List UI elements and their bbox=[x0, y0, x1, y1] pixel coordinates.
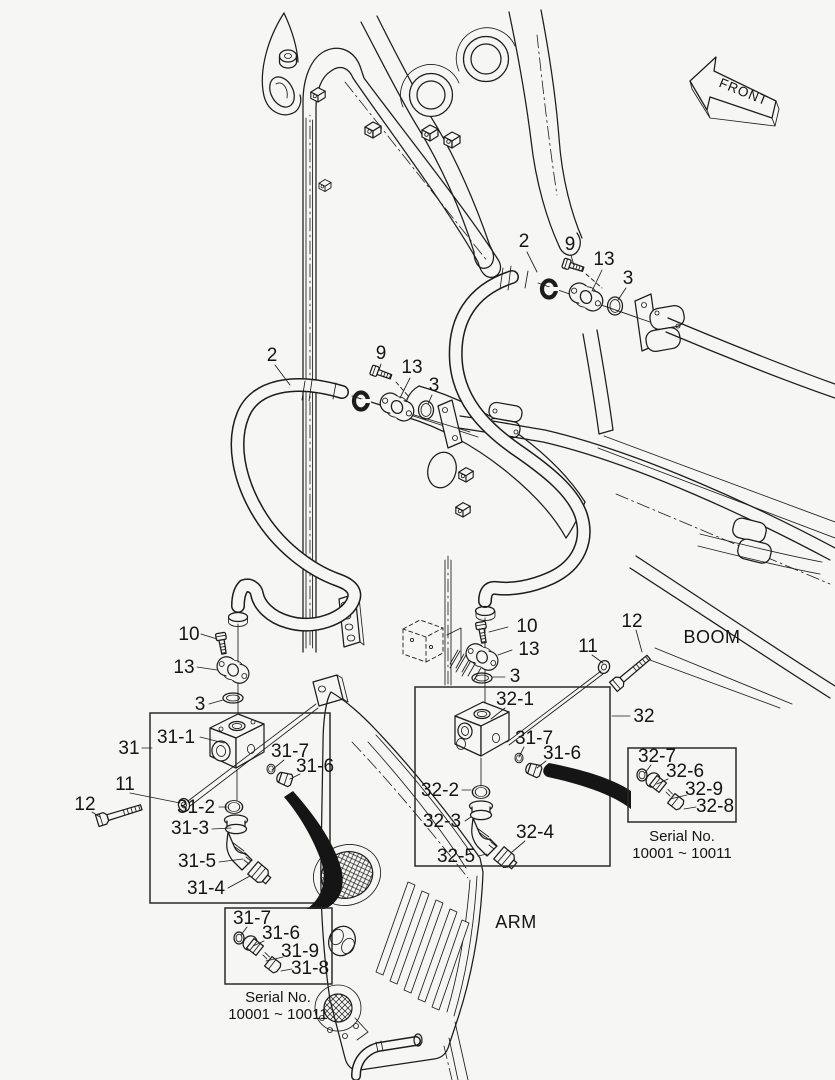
callout-leaders bbox=[91, 251, 697, 972]
callout-10-right: 10 bbox=[516, 616, 537, 637]
callout-3-upper: 3 bbox=[623, 268, 634, 289]
callout-32-5: 32-5 bbox=[437, 846, 475, 867]
callout-3-valve-left: 3 bbox=[195, 694, 206, 715]
callout-11-left: 11 bbox=[115, 774, 135, 795]
callout-31-3: 31-3 bbox=[171, 818, 209, 839]
boom-label: BOOM bbox=[683, 627, 740, 647]
callout-3-valve-right: 3 bbox=[510, 666, 521, 687]
callout-32-3: 32-3 bbox=[423, 811, 461, 832]
callout-31: 31 bbox=[118, 738, 139, 759]
serial-range-31: 10001 ~ 10011 bbox=[228, 1006, 327, 1023]
arm-label: ARM bbox=[495, 912, 537, 932]
callout-11-right: 11 bbox=[578, 636, 598, 657]
serial-box-32 bbox=[627, 747, 737, 823]
serial-box-31 bbox=[224, 907, 333, 985]
callout-31-9-serial: 31-9 bbox=[281, 941, 319, 962]
swoosh-32 bbox=[543, 763, 631, 809]
callout-31-4: 31-4 bbox=[187, 878, 225, 899]
callout-32-2: 32-2 bbox=[421, 780, 459, 801]
callout-32-9-serial: 32-9 bbox=[685, 779, 723, 800]
callout-10-left: 10 bbox=[178, 624, 199, 645]
valve-assembly-32 bbox=[454, 620, 654, 873]
callout-31-5: 31-5 bbox=[178, 851, 216, 872]
swoosh-31 bbox=[284, 791, 343, 909]
callout-9-upper: 9 bbox=[565, 234, 576, 255]
callout-32-7-serial: 32-7 bbox=[638, 746, 676, 767]
callout-3-left: 3 bbox=[429, 375, 440, 396]
callout-32-1: 32-1 bbox=[496, 689, 534, 710]
callout-2-upper: 2 bbox=[519, 231, 530, 252]
serial-title-32: Serial No. bbox=[649, 828, 715, 845]
callout-2-left: 2 bbox=[267, 345, 278, 366]
callout-13-valve-right: 13 bbox=[518, 639, 539, 660]
callouts: 2 9 13 3 2 9 13 3 10 13 3 31-1 31-7 31-6… bbox=[74, 231, 740, 1023]
callout-31-7-b: 31-7 bbox=[515, 728, 553, 749]
front-arrow: FRONT bbox=[689, 56, 780, 127]
callout-12-left: 12 bbox=[74, 794, 95, 815]
boom-structure bbox=[261, 9, 835, 709]
callout-31-6-b: 31-6 bbox=[543, 743, 581, 764]
weld-nut bbox=[310, 87, 474, 518]
valve-assembly-31 bbox=[94, 631, 319, 888]
callout-31-8-serial: 31-8 bbox=[291, 958, 329, 979]
callout-31-6-serial: 31-6 bbox=[262, 923, 300, 944]
callout-9-left: 9 bbox=[376, 343, 387, 364]
callout-12-right: 12 bbox=[621, 611, 642, 632]
callout-13-valve-left: 13 bbox=[173, 657, 194, 678]
callout-31-6-a: 31-6 bbox=[296, 756, 334, 777]
callout-32-6-serial: 32-6 bbox=[666, 761, 704, 782]
callout-13-left: 13 bbox=[401, 357, 422, 378]
callout-31-7-a: 31-7 bbox=[271, 741, 309, 762]
group-box-31 bbox=[149, 712, 331, 904]
callout-32-4: 32-4 bbox=[516, 822, 554, 843]
callout-32-8-serial: 32-8 bbox=[696, 796, 734, 817]
callout-31-2: 31-2 bbox=[177, 797, 215, 818]
serial-title-31: Serial No. bbox=[245, 989, 311, 1006]
callout-31-1: 31-1 bbox=[157, 727, 195, 748]
callout-13-upper: 13 bbox=[593, 249, 614, 270]
callout-31-7-serial: 31-7 bbox=[233, 908, 271, 929]
serial-range-32: 10001 ~ 10011 bbox=[632, 845, 731, 862]
group-box-32 bbox=[414, 686, 611, 867]
callout-32: 32 bbox=[633, 706, 654, 727]
callout-boxes bbox=[149, 686, 737, 985]
